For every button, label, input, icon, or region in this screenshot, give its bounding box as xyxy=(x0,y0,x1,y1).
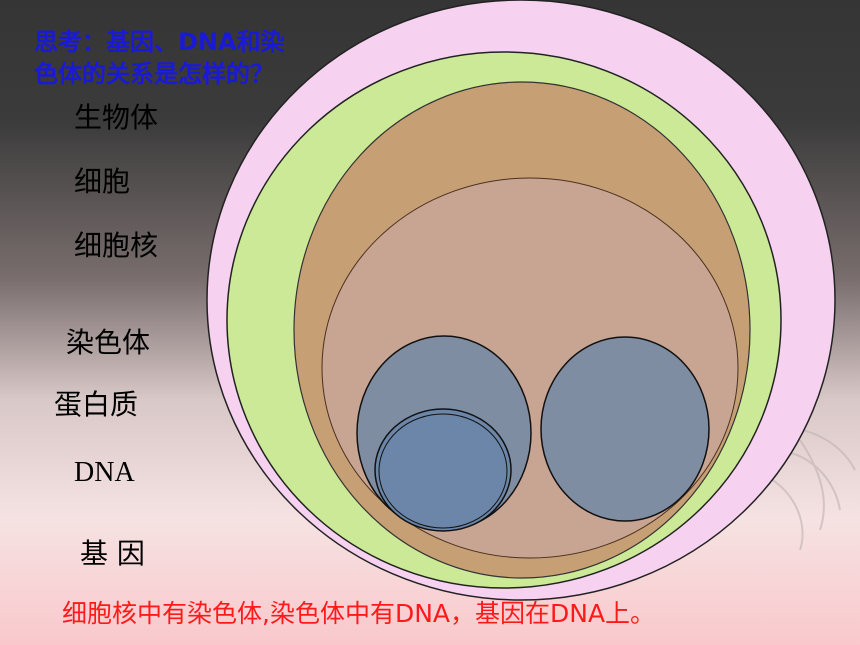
gene-circle-inner xyxy=(378,413,508,529)
gene-circle xyxy=(374,408,512,532)
question-line-1: 思考：基因、DNA和染 xyxy=(34,28,285,56)
question-text: 思考：基因、DNA和染 色体的关系是怎样的？ xyxy=(34,26,334,90)
chromosome-circle-right xyxy=(540,336,710,522)
conclusion-text: 细胞核中有染色体,染色体中有DNA，基因在DNA上。 xyxy=(62,599,656,628)
label-dna: DNA xyxy=(74,457,135,488)
label-chromosome: 染色体 xyxy=(66,326,151,359)
label-organism: 生物体 xyxy=(74,101,159,134)
label-cell: 细胞 xyxy=(74,165,131,198)
question-line-2: 色体的关系是怎样的？ xyxy=(34,60,274,88)
label-protein: 蛋白质 xyxy=(54,388,139,421)
label-gene: 基 因 xyxy=(80,537,145,570)
label-nucleus: 细胞核 xyxy=(74,229,159,262)
